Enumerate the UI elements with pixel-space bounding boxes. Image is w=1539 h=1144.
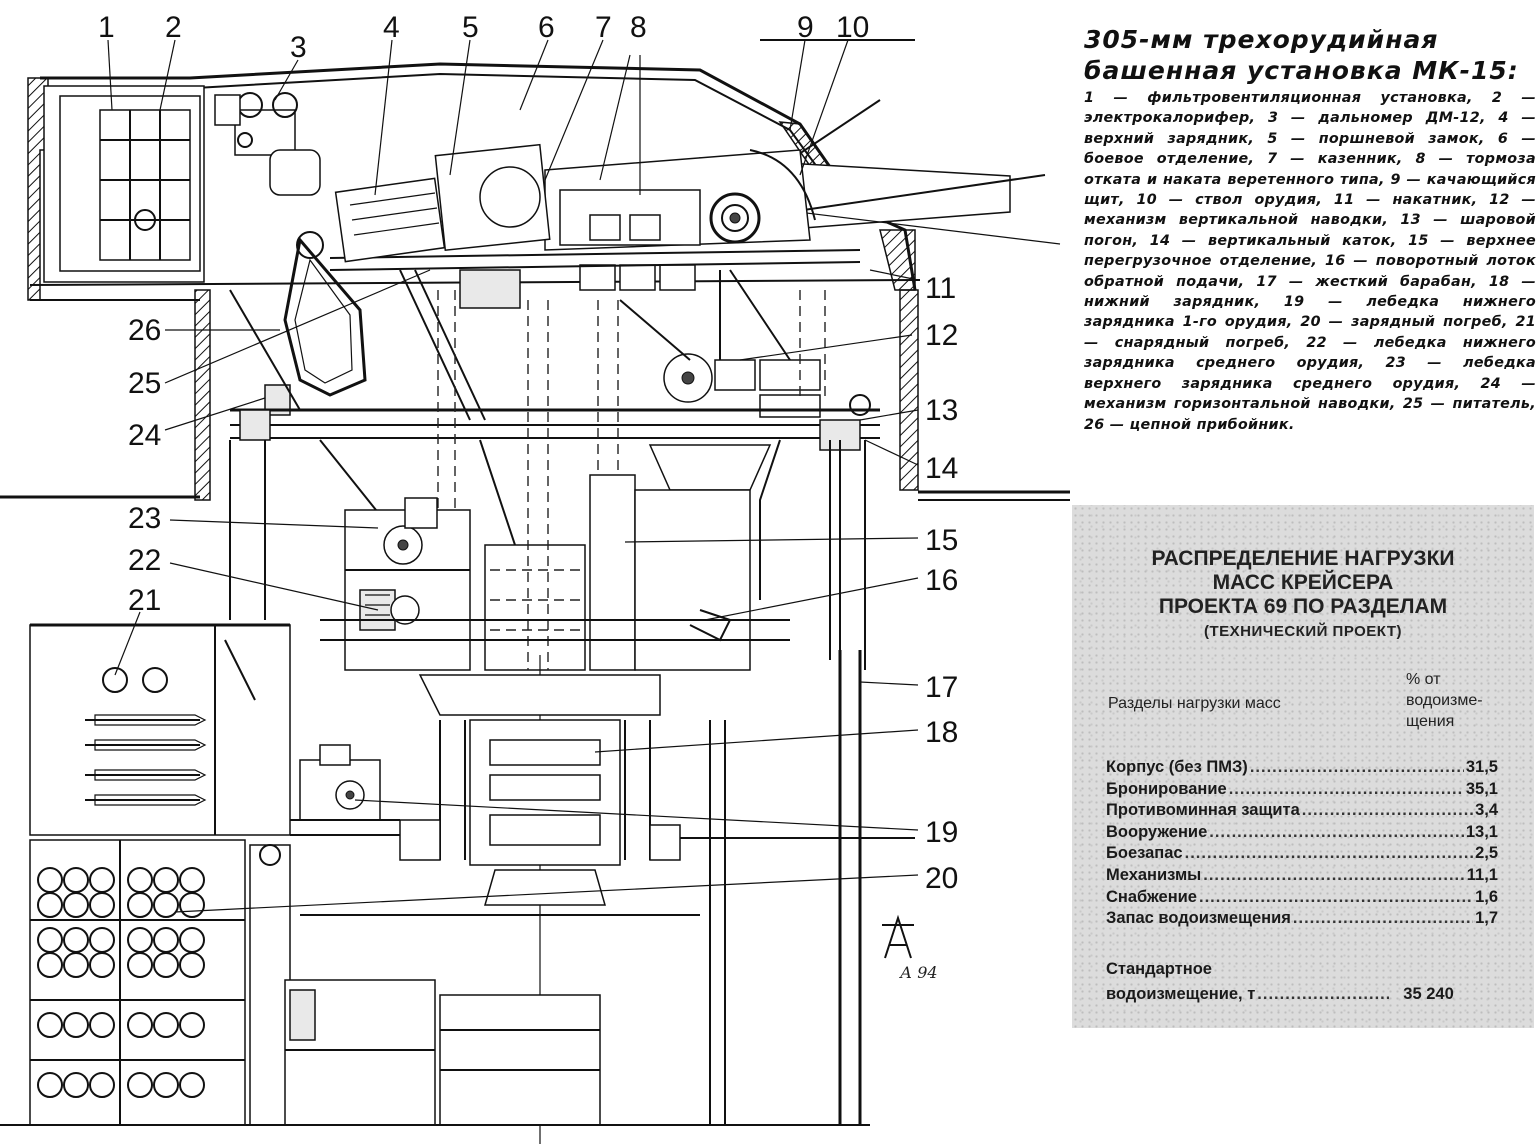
callout-21: 21 xyxy=(128,584,161,617)
caption-title: 305-мм трехорудийная башенная установка … xyxy=(1084,24,1536,86)
row-value: 1,6 xyxy=(1475,887,1498,906)
chain-rammer-feeder xyxy=(229,231,486,421)
leader-lines xyxy=(107,39,919,913)
table-row: Противоминная защита 3,4 xyxy=(1106,800,1498,822)
table-row: Боезапас 2,5 xyxy=(1106,843,1498,865)
leader-dots xyxy=(1203,865,1465,887)
row-value: 11,1 xyxy=(1466,865,1498,884)
table-row: Снабжение 1,6 xyxy=(1106,887,1498,909)
row-label: Механизмы xyxy=(1106,865,1202,884)
loader-winches xyxy=(320,497,790,671)
table-rows: Корпус (без ПМЗ) 31,5 Бронирование 35,1 Пр… xyxy=(1106,757,1498,930)
standard-row: водоизмещение, т 35 240 xyxy=(1106,982,1498,1007)
callout-22: 22 xyxy=(128,544,161,577)
caption-title-line-2: башенная установка МК-15: xyxy=(1084,56,1519,85)
callout-26: 26 xyxy=(128,314,161,347)
callout-11: 11 xyxy=(925,272,956,305)
lower-rotating-structure xyxy=(300,650,915,1125)
leader-dots xyxy=(1257,982,1389,1007)
leader-dots xyxy=(1229,779,1464,801)
row-value: 31,5 xyxy=(1465,758,1498,776)
caption-title-line-1: 305-мм трехорудийная xyxy=(1084,25,1439,54)
column-header-percent-line-2: водоизме- xyxy=(1406,692,1483,709)
callout-4: 4 xyxy=(383,11,400,44)
callout-2: 2 xyxy=(165,11,182,44)
row-label: Корпус (без ПМЗ) xyxy=(1106,758,1248,776)
callout-18: 18 xyxy=(925,716,958,749)
row-value: 13,1 xyxy=(1465,822,1498,841)
row-label: Вооружение xyxy=(1106,822,1208,841)
winch-19 xyxy=(290,744,400,836)
standard-displacement: Стандартное водоизмещение, т 35 240 xyxy=(1106,957,1498,1007)
table-row: Вооружение 13,1 xyxy=(1106,822,1498,844)
table-row: Бронирование 35,1 xyxy=(1106,779,1498,801)
callout-16: 16 xyxy=(925,564,958,597)
table-title-line-3: ПРОЕКТА 69 ПО РАЗДЕЛАМ xyxy=(1158,595,1448,618)
row-value: 35,1 xyxy=(1465,779,1498,798)
signature-text: А 94 xyxy=(899,963,938,982)
turret-cross-section-drawing: 1 2 3 4 5 6 7 8 9 10 11 12 13 14 15 16 1… xyxy=(0,11,1070,1144)
column-header-percent-line-1: % от xyxy=(1406,671,1441,688)
callout-20: 20 xyxy=(925,862,958,895)
leader-dots xyxy=(1209,822,1464,844)
table-row: Механизмы 11,1 xyxy=(1106,865,1498,887)
callout-15: 15 xyxy=(925,524,958,557)
table-subtitle: (ТЕХНИЧЕСКИЙ ПРОЕКТ) xyxy=(1204,623,1402,640)
callout-6: 6 xyxy=(538,11,555,44)
caption: 305-мм трехорудийная башенная установка … xyxy=(1084,24,1536,435)
row-value: 2,5 xyxy=(1475,844,1498,863)
leader-dots xyxy=(1250,757,1464,779)
leader-dots xyxy=(1293,908,1473,930)
leader-dots xyxy=(1199,887,1473,909)
callout-14: 14 xyxy=(925,452,958,485)
column-header-percent-line-3: щения xyxy=(1406,713,1455,730)
callout-8: 8 xyxy=(630,11,647,44)
upper-equipment xyxy=(99,92,446,263)
standard-value: 35 240 xyxy=(1403,985,1454,1003)
caption-legend-text: 1 — фильтровентиляционная установка, 2 —… xyxy=(1084,90,1536,433)
shell-and-charge-magazines xyxy=(0,623,870,1126)
callout-10: 10 xyxy=(836,11,869,44)
callout-12: 12 xyxy=(925,319,958,352)
callout-19: 19 xyxy=(925,816,958,849)
callout-17: 17 xyxy=(925,671,958,704)
row-label: Бронирование xyxy=(1106,779,1227,798)
standard-label-line-2: водоизмещение, т xyxy=(1106,985,1256,1003)
callout-23: 23 xyxy=(128,502,161,535)
callout-25: 25 xyxy=(128,367,161,400)
row-label: Запас водоизмещения xyxy=(1106,909,1291,928)
table-title-line-1: РАСПРЕДЕЛЕНИЕ НАГРУЗКИ xyxy=(1151,547,1455,570)
mass-distribution-table: РАСПРЕДЕЛЕНИЕ НАГРУЗКИ МАСС КРЕЙСЕРА ПРО… xyxy=(1072,505,1534,1028)
callout-24: 24 xyxy=(128,419,161,452)
table-title: РАСПРЕДЕЛЕНИЕ НАГРУЗКИ МАСС КРЕЙСЕРА ПРО… xyxy=(1072,547,1534,619)
callout-9: 9 xyxy=(797,11,814,44)
callout-5: 5 xyxy=(462,11,479,44)
callout-13: 13 xyxy=(925,394,958,427)
row-label: Снабжение xyxy=(1106,887,1197,906)
elevation-mechanism xyxy=(619,269,871,418)
row-value: 1,7 xyxy=(1475,909,1498,928)
table-title-line-2: МАСС КРЕЙСЕРА xyxy=(1212,571,1394,594)
row-value: 3,4 xyxy=(1475,801,1498,820)
table-row: Запас водоизмещения 1,7 xyxy=(1106,908,1498,930)
breech-recoil-assembly xyxy=(329,143,861,309)
leader-dots xyxy=(1302,800,1473,822)
callout-3: 3 xyxy=(290,31,307,64)
callout-1: 1 xyxy=(98,11,115,44)
column-header-section: Разделы нагрузки масс xyxy=(1108,695,1281,712)
standard-label-line-1: Стандартное xyxy=(1106,960,1212,978)
callout-labels: 1 2 3 4 5 6 7 8 9 10 11 12 13 14 15 16 1… xyxy=(98,11,958,895)
table-row: Корпус (без ПМЗ) 31,5 xyxy=(1106,757,1498,779)
callout-7: 7 xyxy=(595,11,612,44)
leader-dots xyxy=(1185,843,1473,865)
column-header-percent: % от водоизме- щения xyxy=(1406,669,1483,732)
artist-signature: А 94 xyxy=(882,914,938,982)
row-label: Противоминная защита xyxy=(1106,801,1300,820)
row-label: Боезапас xyxy=(1106,844,1183,863)
